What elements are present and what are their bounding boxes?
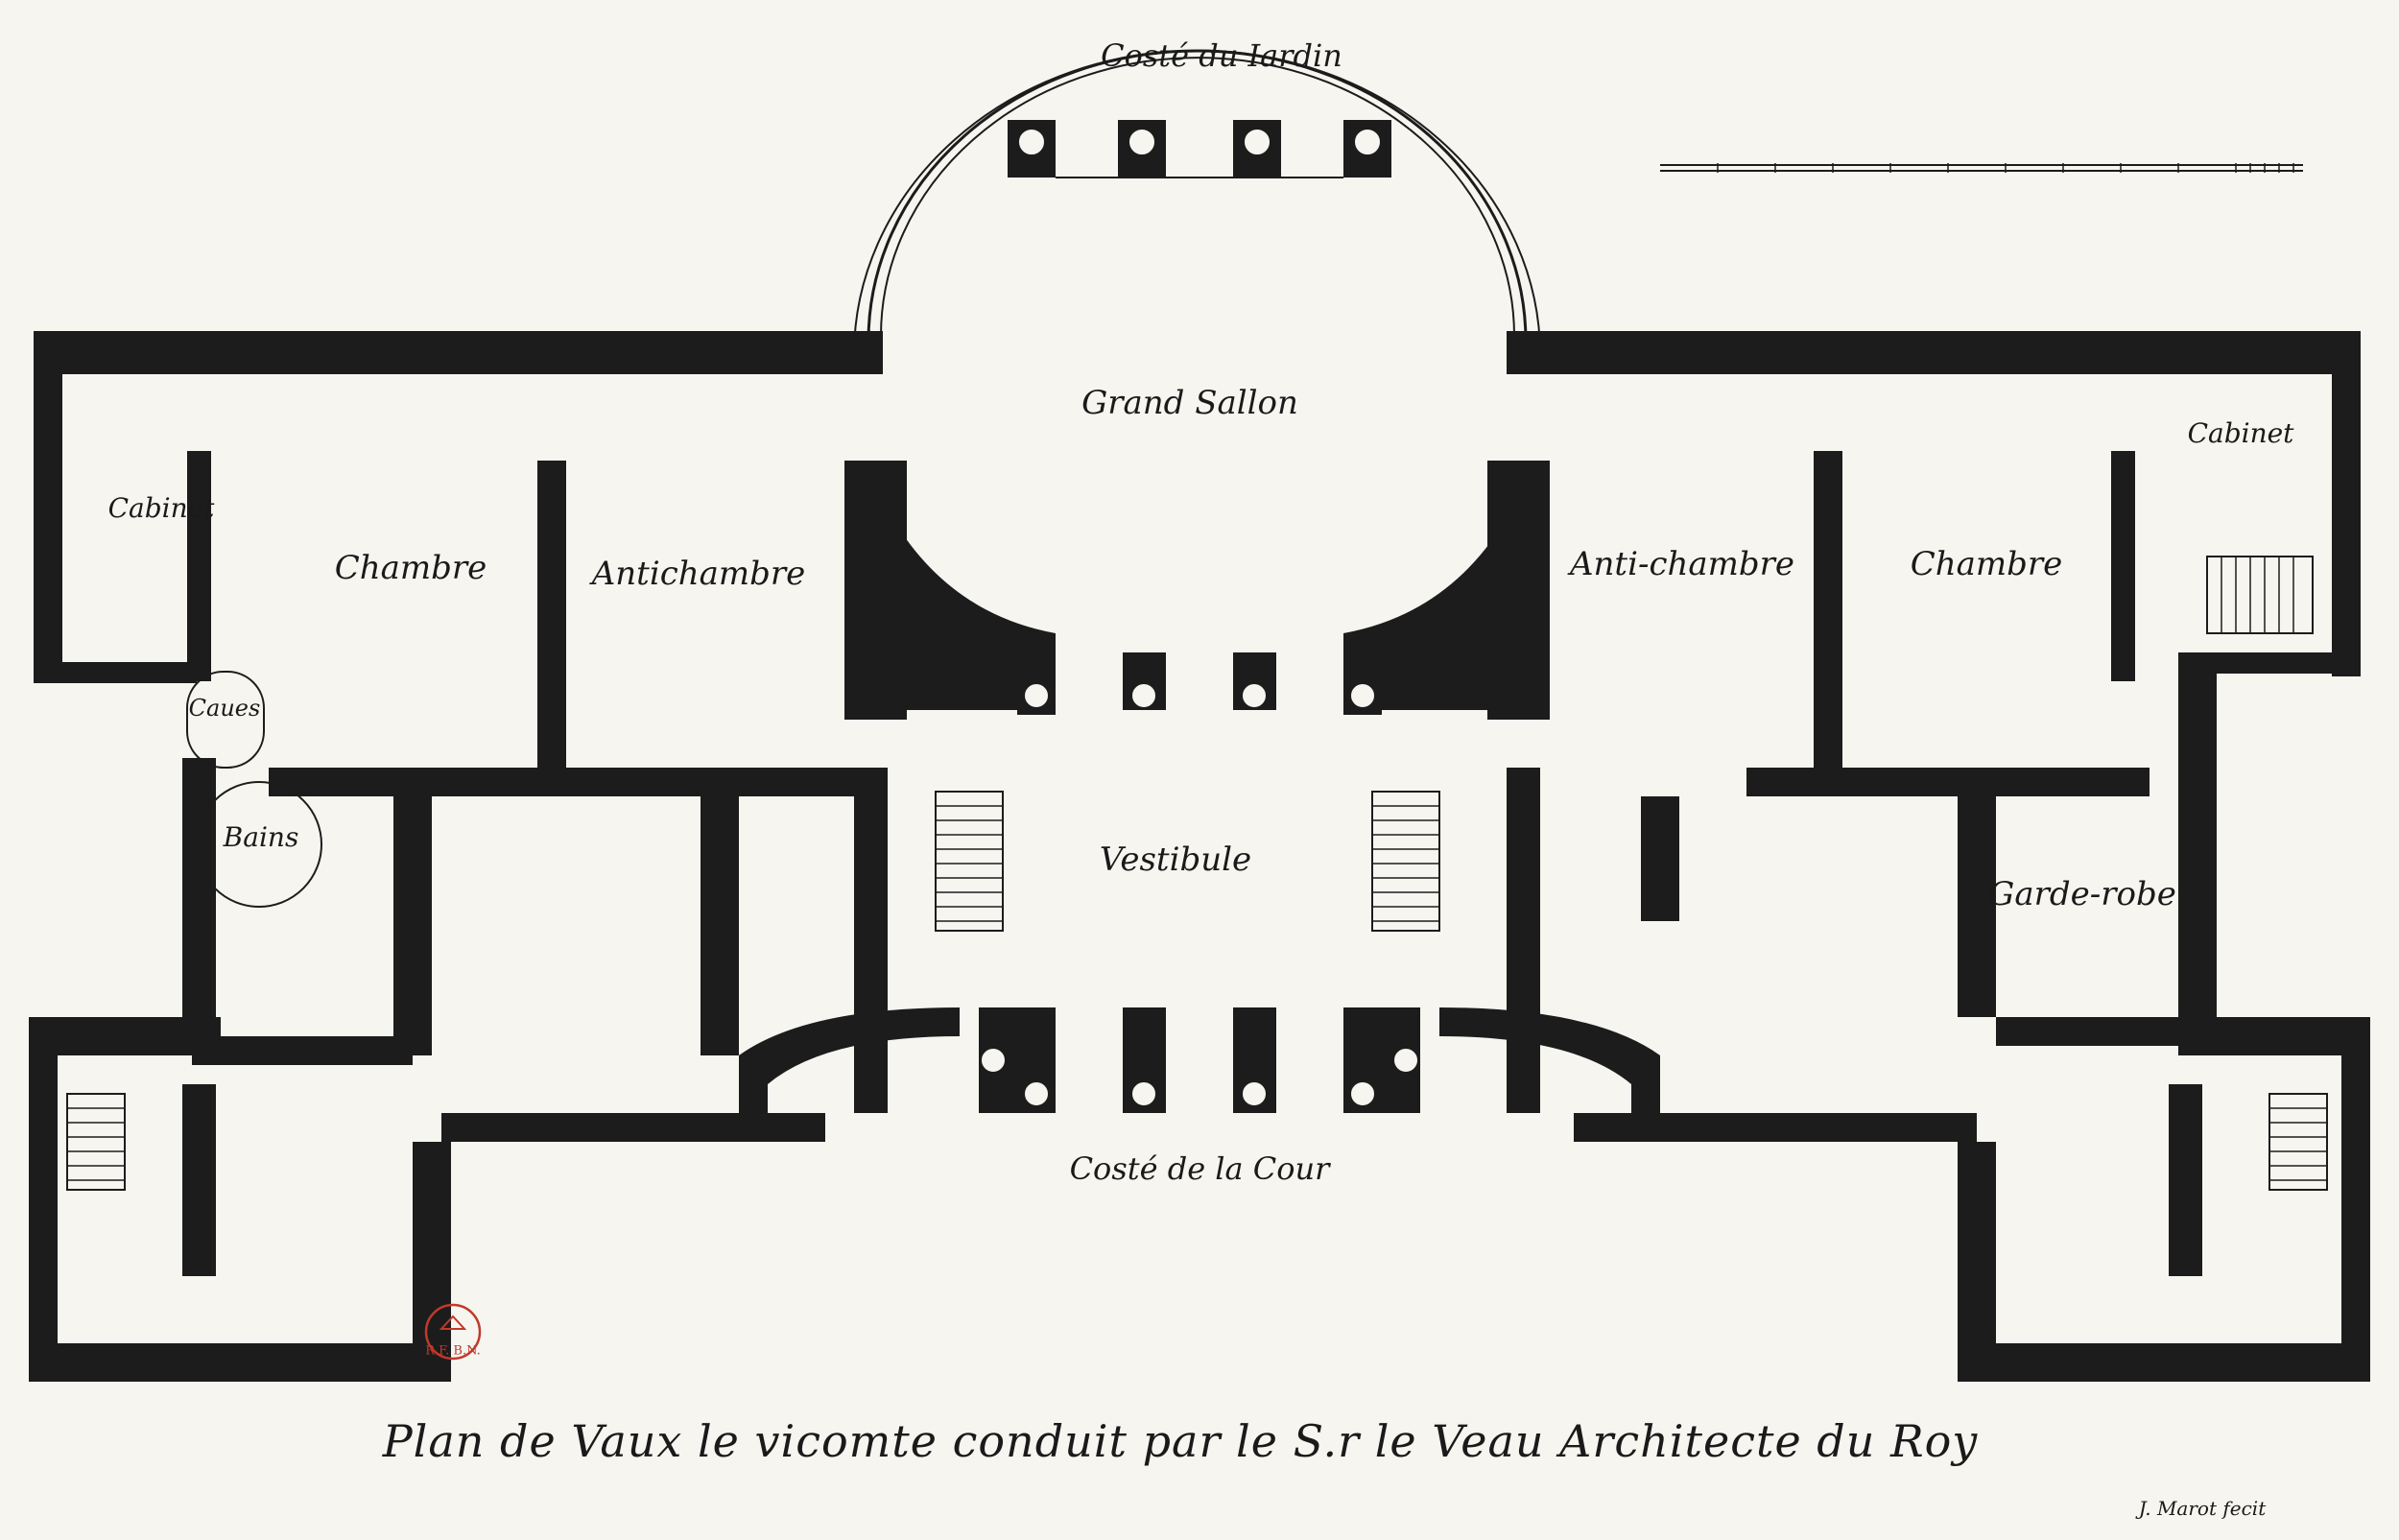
room-left-antichambre: Antichambre (591, 555, 806, 593)
room-bains: Bains (223, 821, 299, 853)
library-stamp-text: R.F. B.N. (425, 1343, 481, 1359)
columns (979, 120, 1420, 1113)
salon-dome (844, 49, 1550, 720)
garden-side-label: Costé du Iardin (1101, 37, 1342, 74)
room-vestibule: Vestibule (1099, 841, 1252, 879)
court-side-label: Costé de la Cour (1069, 1150, 1330, 1187)
room-right-antichambre: Anti-chambre (1569, 545, 1795, 583)
garden-columns (1008, 120, 1391, 178)
vestibule-columns (979, 652, 1420, 1113)
room-grand-salon: Grand Sallon (1081, 384, 1298, 422)
engraver-signature: J. Marot fecit (2138, 1497, 2267, 1520)
room-caves: Caues (188, 695, 261, 722)
room-left-chambre: Chambre (334, 549, 487, 587)
court-curve (739, 1007, 1660, 1142)
room-right-cabinet: Cabinet (2187, 417, 2294, 449)
library-stamp (424, 1303, 482, 1361)
plan-title: Plan de Vaux le vicomte conduit par le S… (382, 1415, 1979, 1467)
staircases (66, 556, 2328, 1191)
room-left-cabinet: Cabinet (107, 492, 215, 524)
scale-bar (1660, 163, 2303, 173)
bath-rooms (186, 671, 322, 908)
room-garde-robe: Garde-robe (1988, 875, 2176, 913)
room-right-chambre: Chambre (1910, 545, 2063, 583)
